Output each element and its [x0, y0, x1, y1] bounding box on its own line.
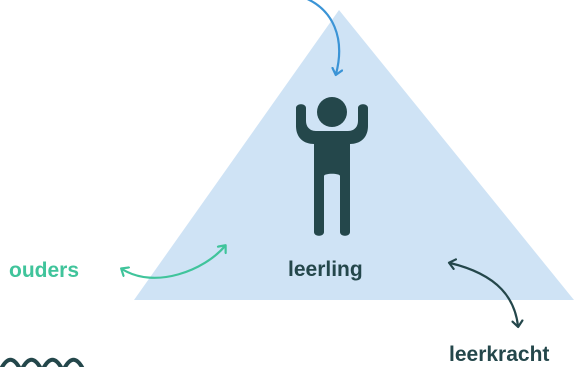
label-leerkracht: leerkracht — [449, 343, 550, 366]
label-leerling: leerling — [288, 258, 363, 281]
person-arms-raised-icon — [296, 97, 368, 236]
top-arrow — [306, 0, 339, 74]
wavy-line-icon — [0, 357, 85, 367]
ouders-arrow — [122, 246, 225, 279]
label-ouders: ouders — [9, 259, 80, 282]
triangle-background — [134, 10, 574, 300]
leerkracht-arrow — [450, 263, 518, 326]
